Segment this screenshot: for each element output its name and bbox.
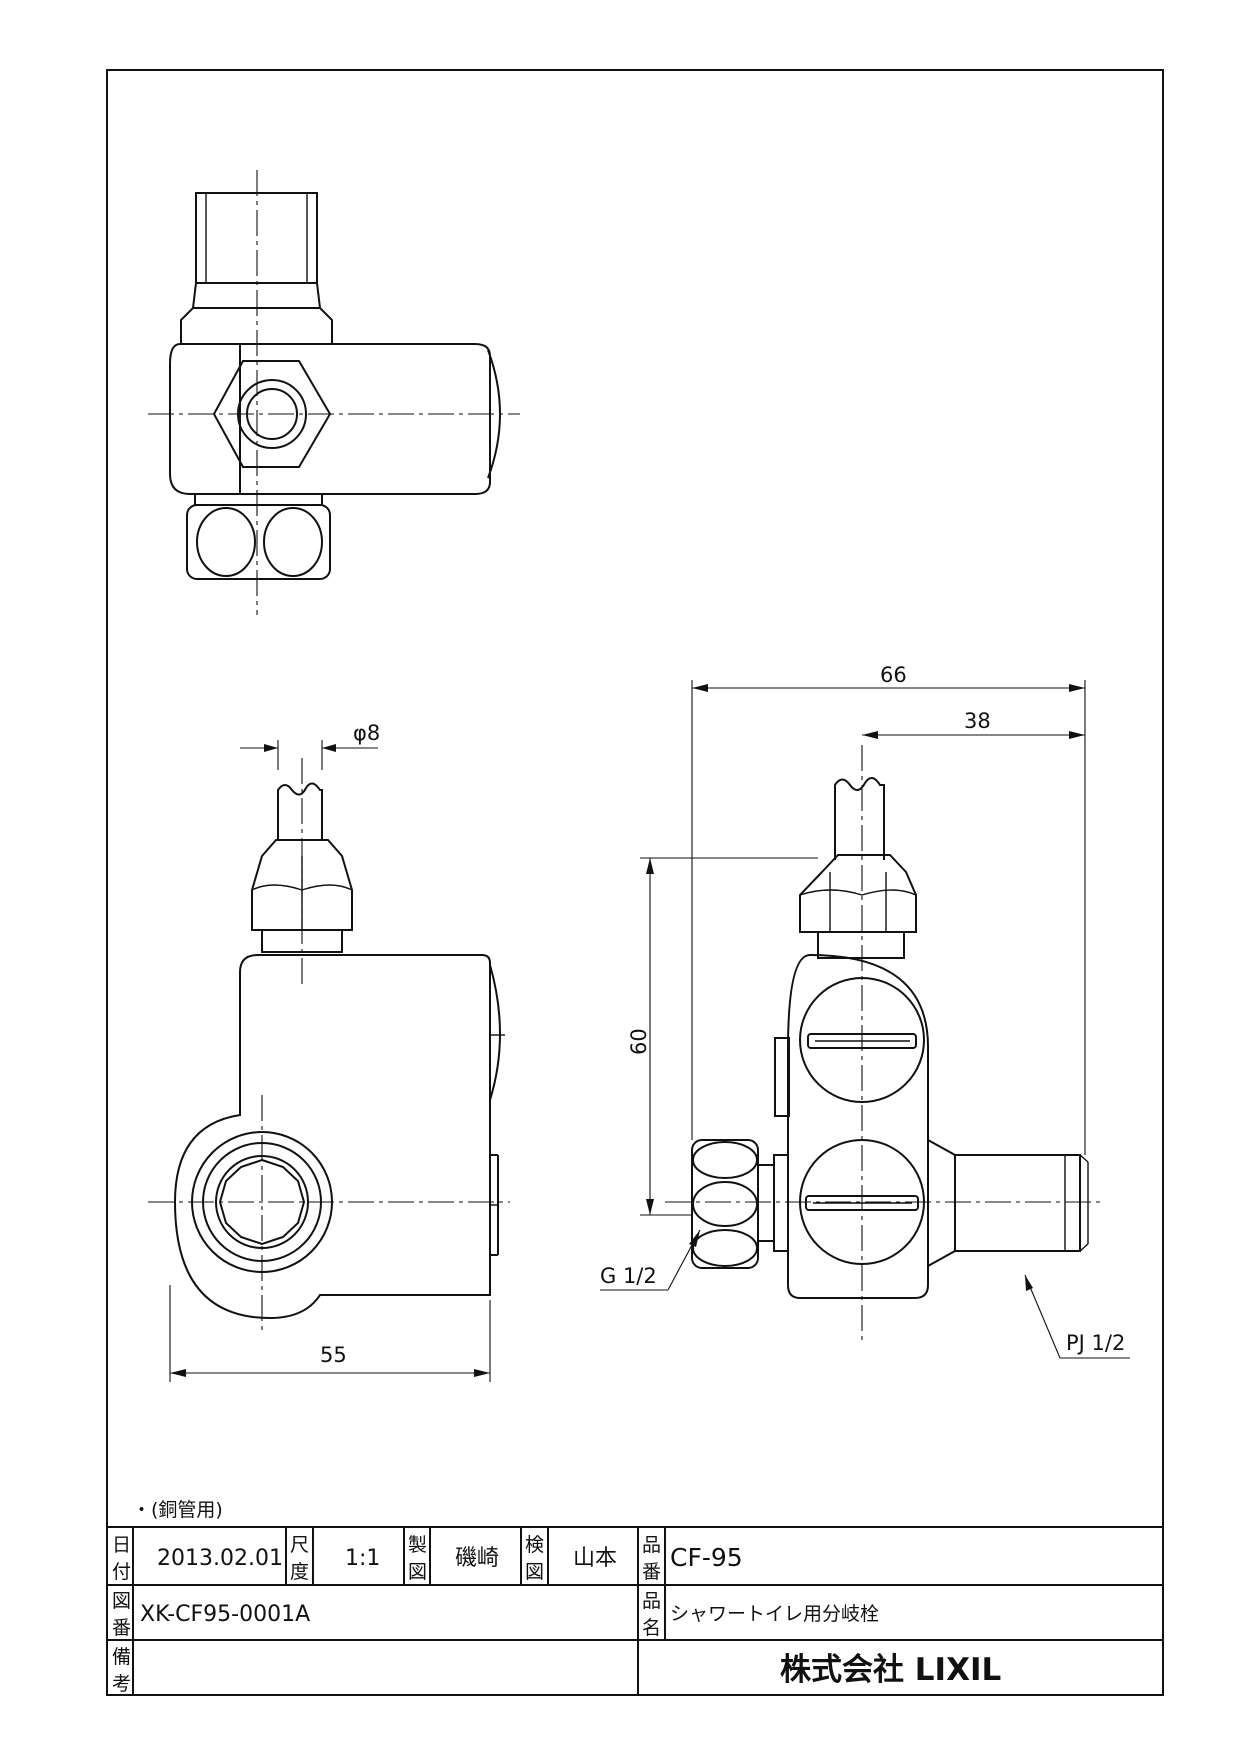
dim-66 (691, 680, 1086, 1155)
dim-55-label: 55 (320, 1343, 347, 1367)
leader-pj12-label: PJ 1/2 (1066, 1331, 1125, 1355)
side-view (665, 745, 1100, 1340)
checked-label-1: 検 (525, 1534, 544, 1556)
dim-phi8-label: φ8 (353, 721, 380, 745)
part-no-value: CF-95 (670, 1543, 743, 1572)
checked-by-value: 山本 (573, 1546, 617, 1571)
dim-55 (169, 1285, 491, 1382)
product-name-label-2: 名 (642, 1617, 661, 1639)
drawing-no-label-2: 番 (112, 1617, 131, 1639)
part-no-label-1: 品 (642, 1534, 661, 1556)
drawing-no-value: XK-CF95-0001A (140, 1602, 310, 1627)
company-logo: 株式会社 LIXIL (780, 1652, 1001, 1688)
dim-60-label: 60 (627, 1028, 651, 1055)
product-name-value: シャワートイレ用分岐栓 (670, 1603, 879, 1625)
top-view (148, 170, 520, 615)
scale-label-1: 尺 (290, 1534, 309, 1556)
dim-phi8 (240, 740, 378, 770)
leader-g12 (600, 1229, 701, 1291)
leader-pj12 (1024, 1274, 1130, 1359)
material-note: ・(銅管用) (132, 1499, 223, 1521)
date-label-2: 付 (112, 1561, 131, 1583)
remarks-label-1: 備 (112, 1646, 131, 1668)
dim-66-label: 66 (880, 663, 907, 687)
dim-60 (640, 857, 818, 1216)
date-label-1: 日 (112, 1534, 131, 1556)
part-no-label-2: 番 (642, 1561, 661, 1583)
checked-label-2: 図 (525, 1561, 544, 1583)
drawing-no-label-1: 図 (112, 1590, 131, 1612)
remarks-label-2: 考 (112, 1673, 131, 1695)
drawn-label-2: 図 (408, 1561, 427, 1583)
scale-value: 1:1 (345, 1546, 380, 1571)
leader-g12-label: G 1/2 (600, 1264, 657, 1288)
scale-label-2: 度 (290, 1561, 309, 1583)
front-view (148, 758, 510, 1330)
dim-38-label: 38 (964, 709, 991, 733)
date-value: 2013.02.01 (157, 1546, 283, 1571)
drawn-by-value: 磯崎 (455, 1546, 499, 1571)
dim-38 (862, 731, 1085, 739)
title-block (107, 1526, 1163, 1695)
drawn-label-1: 製 (408, 1534, 427, 1556)
product-name-label-1: 品 (642, 1590, 661, 1612)
sheet-border (106, 69, 1164, 1696)
